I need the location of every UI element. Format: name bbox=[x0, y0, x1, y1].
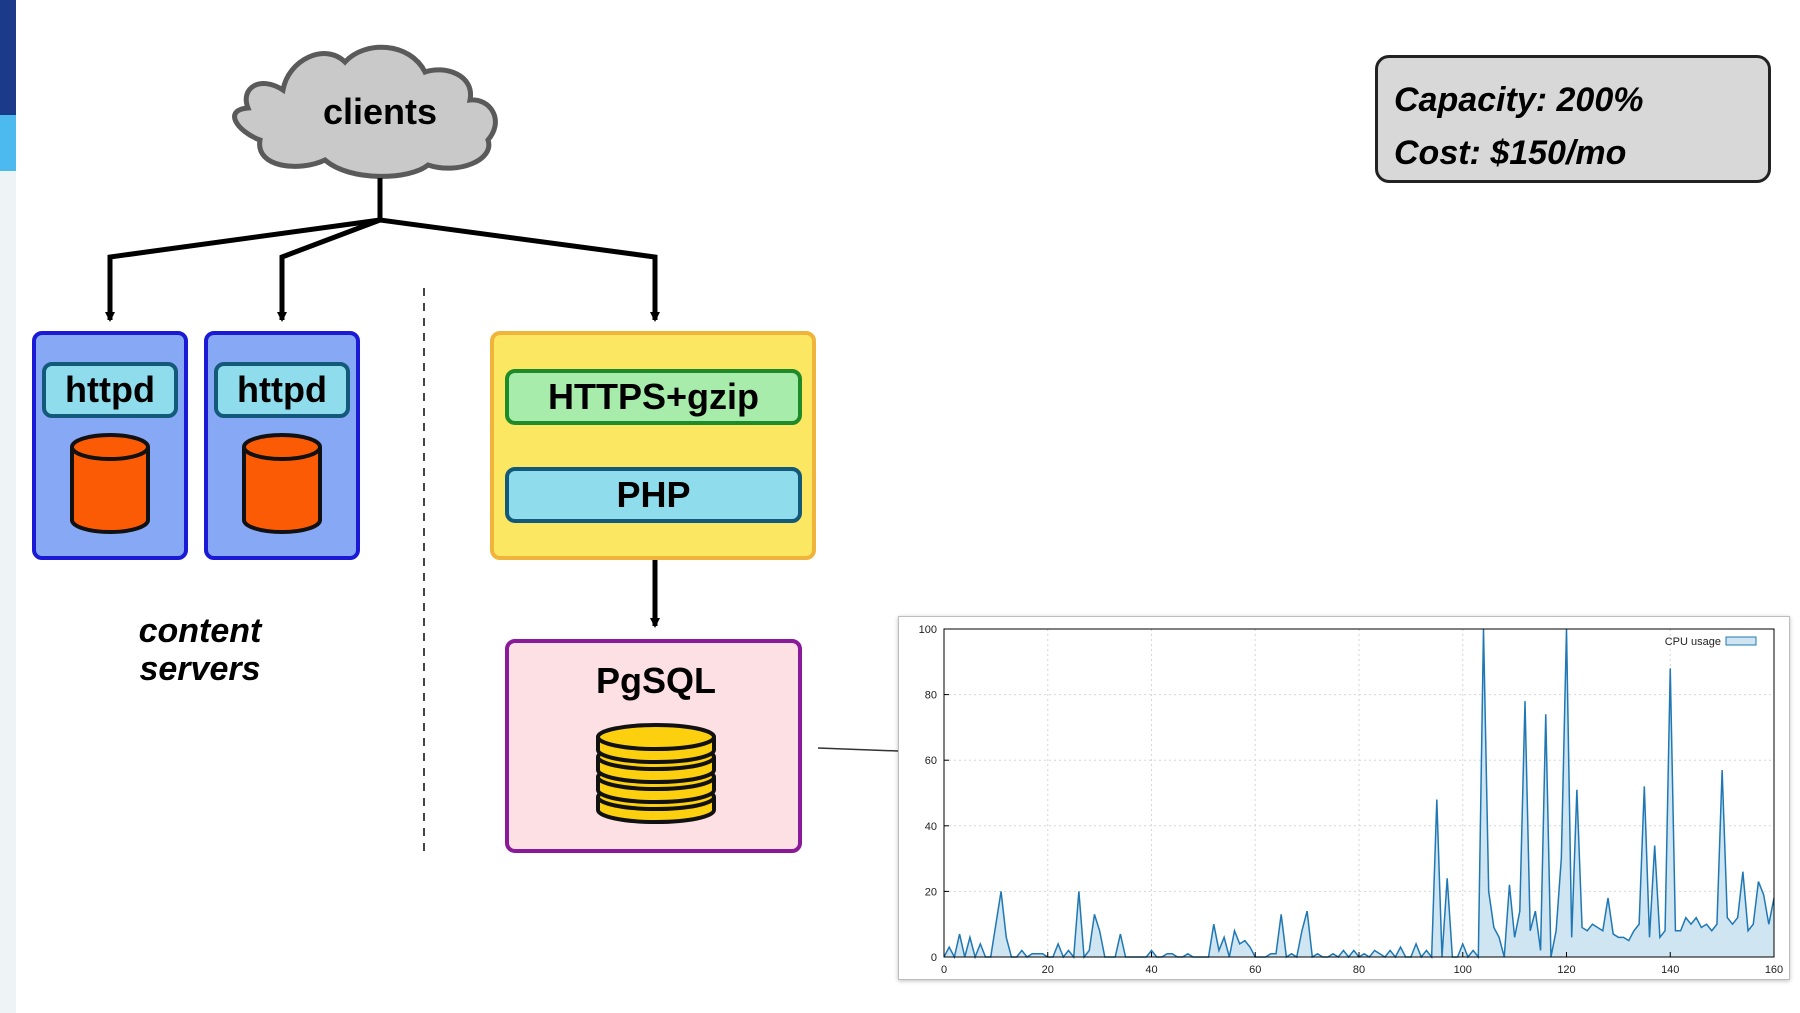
y-tick-label: 60 bbox=[925, 755, 937, 767]
php-label: PHP bbox=[505, 467, 802, 523]
capacity-text: Capacity: 200% bbox=[1394, 81, 1644, 119]
y-tick-label: 100 bbox=[919, 624, 937, 636]
content-server-2-cylinder-icon bbox=[242, 433, 322, 534]
cost-text: Cost: $150/mo bbox=[1394, 134, 1627, 172]
plot-frame bbox=[943, 628, 1775, 958]
x-tick-label: 160 bbox=[1765, 964, 1783, 976]
x-tick-label: 0 bbox=[941, 964, 947, 976]
y-tick-label: 40 bbox=[925, 821, 937, 833]
x-tick-label: 20 bbox=[1042, 964, 1054, 976]
x-tick-label: 100 bbox=[1454, 964, 1472, 976]
x-tick-label: 80 bbox=[1353, 964, 1365, 976]
httpd-2-label: httpd bbox=[214, 362, 350, 418]
x-tick-label: 140 bbox=[1661, 964, 1679, 976]
legend-label: CPU usage bbox=[1665, 636, 1721, 648]
content-servers-line-1: content bbox=[138, 612, 262, 650]
database-stack-icon bbox=[596, 723, 716, 824]
clients-cloud-icon bbox=[232, 44, 498, 179]
slide-accent-bar bbox=[0, 0, 16, 1013]
httpd-1-label: httpd bbox=[42, 362, 178, 418]
x-tick-label: 40 bbox=[1145, 964, 1157, 976]
x-tick-label: 120 bbox=[1557, 964, 1575, 976]
legend-swatch bbox=[1725, 636, 1757, 646]
app-server-box bbox=[490, 331, 816, 560]
chart-link-line bbox=[817, 747, 899, 752]
capacity-cost-box: Capacity: 200% Cost: $150/mo bbox=[1375, 55, 1771, 183]
cpu-usage-area bbox=[944, 629, 1774, 957]
y-tick-label: 20 bbox=[925, 886, 937, 898]
slide-accent-dark bbox=[0, 0, 16, 115]
clients-label: clients bbox=[322, 91, 438, 132]
pgsql-label: PgSQL bbox=[595, 660, 716, 701]
x-tick-label: 60 bbox=[1249, 964, 1261, 976]
slide-accent-light bbox=[0, 115, 16, 171]
content-server-1-cylinder-icon bbox=[70, 433, 150, 534]
content-servers-line-2: servers bbox=[139, 650, 261, 688]
content-servers-label: content servers bbox=[110, 612, 290, 688]
https-gzip-label: HTTPS+gzip bbox=[505, 369, 802, 425]
y-tick-label: 80 bbox=[925, 690, 937, 702]
y-tick-label: 0 bbox=[931, 952, 937, 964]
client-connectors bbox=[105, 178, 660, 628]
cpu-usage-line bbox=[943, 628, 1775, 960]
